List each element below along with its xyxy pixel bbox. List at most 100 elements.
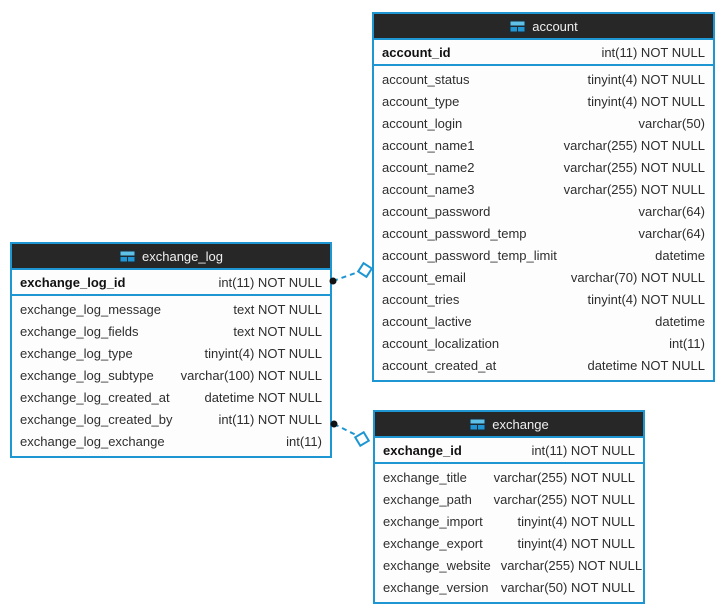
column-type: varchar(100) NOT NULL xyxy=(180,368,322,383)
column-type: int(11) NOT NULL xyxy=(218,412,322,427)
column-type: varchar(255) NOT NULL xyxy=(563,182,705,197)
relation-diamond xyxy=(356,261,374,279)
relation-exchange-log-to-exchange[interactable] xyxy=(330,420,371,448)
table-row: account_status tinyint(4) NOT NULL xyxy=(374,69,713,91)
column-type: varchar(255) NOT NULL xyxy=(563,160,705,175)
column-type: int(11) NOT NULL xyxy=(601,44,705,60)
column-name: exchange_log_exchange xyxy=(20,434,165,449)
column-name: exchange_log_message xyxy=(20,302,161,317)
column-name: exchange_import xyxy=(383,514,483,529)
relation-exchange-log-to-account[interactable] xyxy=(329,261,374,285)
column-name: account_type xyxy=(382,94,460,109)
table-row: account_created_at datetime NOT NULL xyxy=(374,355,713,377)
column-name: exchange_log_subtype xyxy=(20,368,154,383)
column-type: varchar(255) NOT NULL xyxy=(493,492,635,507)
table-row: exchange_title varchar(255) NOT NULL xyxy=(375,467,643,489)
column-type: varchar(255) NOT NULL xyxy=(563,138,705,153)
column-type: datetime NOT NULL xyxy=(204,390,322,405)
table-grid-icon xyxy=(469,417,487,431)
table-row: exchange_log_created_by int(11) NOT NULL xyxy=(12,409,330,431)
table-row: account_name2 varchar(255) NOT NULL xyxy=(374,157,713,179)
column-name: exchange_id xyxy=(383,442,462,458)
table-grid-icon xyxy=(509,19,527,33)
column-name: exchange_website xyxy=(383,558,491,573)
column-type: tinyint(4) NOT NULL xyxy=(587,94,705,109)
column-type: tinyint(4) NOT NULL xyxy=(587,292,705,307)
column-name: account_created_at xyxy=(382,358,497,373)
column-name: account_tries xyxy=(382,292,460,307)
column-name: account_name2 xyxy=(382,160,475,175)
table-grid-icon xyxy=(119,249,137,263)
column-name: exchange_title xyxy=(383,470,467,485)
column-name: account_password_temp_limit xyxy=(382,248,557,263)
table-account[interactable]: account account_id int(11) NOT NULL acco… xyxy=(372,12,715,382)
column-type: int(11) xyxy=(669,336,705,351)
table-body: exchange_title varchar(255) NOT NULL exch… xyxy=(375,464,643,602)
column-type: tinyint(4) NOT NULL xyxy=(517,536,635,551)
table-title: exchange_log xyxy=(142,248,223,264)
column-type: text NOT NULL xyxy=(233,302,322,317)
table-row: exchange_path varchar(255) NOT NULL xyxy=(375,489,643,511)
table-row: account_email varchar(70) NOT NULL xyxy=(374,267,713,289)
table-row: account_password_temp varchar(64) xyxy=(374,223,713,245)
table-row: account_password varchar(64) xyxy=(374,201,713,223)
column-name: account_password_temp xyxy=(382,226,527,241)
table-header-exchange[interactable]: exchange xyxy=(375,412,643,438)
column-name: account_password xyxy=(382,204,491,219)
column-type: int(11) NOT NULL xyxy=(531,442,635,458)
relation-dot xyxy=(330,420,338,428)
column-name: exchange_log_id xyxy=(20,274,126,290)
column-type: varchar(50) NOT NULL xyxy=(500,580,635,595)
relation-dot xyxy=(329,277,337,285)
column-type: datetime NOT NULL xyxy=(587,358,705,373)
table-row: account_type tinyint(4) NOT NULL xyxy=(374,91,713,113)
column-type: varchar(70) NOT NULL xyxy=(570,270,705,285)
table-row: exchange_log_message text NOT NULL xyxy=(12,299,330,321)
table-title: account xyxy=(532,18,578,34)
column-name: account_status xyxy=(382,72,470,87)
table-row: account_tries tinyint(4) NOT NULL xyxy=(374,289,713,311)
column-type: varchar(255) NOT NULL xyxy=(493,470,635,485)
column-name: exchange_export xyxy=(383,536,483,551)
relation-diamond xyxy=(353,430,371,448)
table-body: account_status tinyint(4) NOT NULL accoun… xyxy=(374,66,713,380)
column-name: account_login xyxy=(382,116,463,131)
column-name: exchange_path xyxy=(383,492,472,507)
column-name: account_name3 xyxy=(382,182,475,197)
column-name: account_id xyxy=(382,44,451,60)
column-name: exchange_log_type xyxy=(20,346,133,361)
table-header-exchange-log[interactable]: exchange_log xyxy=(12,244,330,270)
column-name: exchange_log_created_at xyxy=(20,390,170,405)
column-type: tinyint(4) NOT NULL xyxy=(587,72,705,87)
table-exchange[interactable]: exchange exchange_id int(11) NOT NULL ex… xyxy=(373,410,645,604)
column-type: varchar(64) xyxy=(638,226,705,241)
table-header-account[interactable]: account xyxy=(374,14,713,40)
table-row: exchange_log_exchange int(11) xyxy=(12,431,330,453)
table-row: exchange_log_created_at datetime NOT NULL xyxy=(12,387,330,409)
column-type: varchar(64) xyxy=(638,204,705,219)
column-name: account_lactive xyxy=(382,314,472,329)
pk-row: account_id int(11) NOT NULL xyxy=(374,40,713,66)
table-row: account_password_temp_limit datetime xyxy=(374,245,713,267)
column-type: int(11) NOT NULL xyxy=(218,274,322,290)
table-title: exchange xyxy=(492,416,549,432)
table-exchange-log[interactable]: exchange_log exchange_log_id int(11) NOT… xyxy=(10,242,332,458)
column-type: int(11) xyxy=(286,434,322,449)
column-name: exchange_log_created_by xyxy=(20,412,173,427)
pk-row: exchange_log_id int(11) NOT NULL xyxy=(12,270,330,296)
column-type: text NOT NULL xyxy=(233,324,322,339)
column-name: account_email xyxy=(382,270,466,285)
table-row: exchange_export tinyint(4) NOT NULL xyxy=(375,533,643,555)
column-type: datetime xyxy=(655,248,705,263)
column-name: account_localization xyxy=(382,336,500,351)
